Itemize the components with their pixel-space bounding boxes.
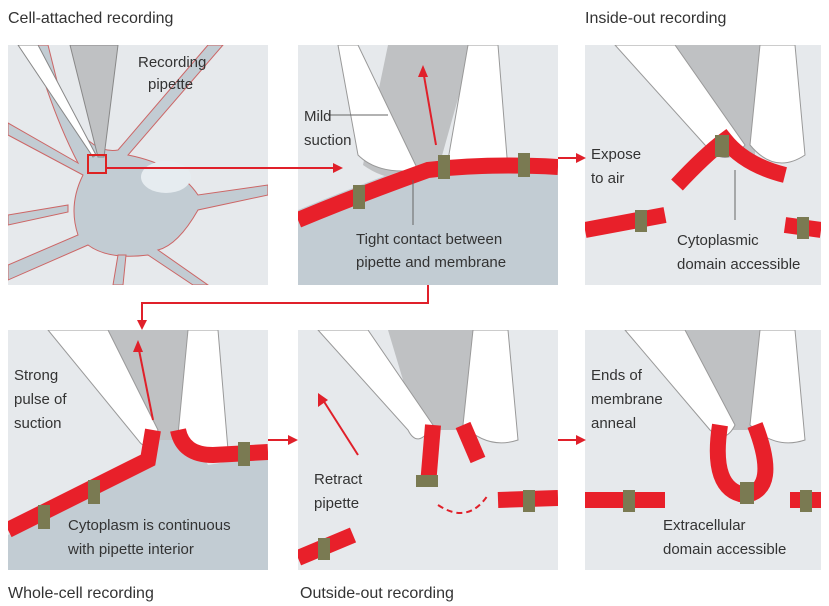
- label-to-air: to air: [591, 169, 624, 189]
- title-whole-cell: Whole-cell recording: [8, 585, 154, 603]
- title-cell-attached: Cell-attached recording: [8, 10, 173, 28]
- label-strong: Strong: [14, 366, 58, 386]
- label-cytoplasmic: Cytoplasmic: [677, 231, 759, 251]
- label-ends-of: Ends of: [591, 366, 642, 386]
- label-recording-pipette-1: Recording: [138, 53, 206, 73]
- neuron-illustration: [8, 45, 268, 285]
- panel-cell-attached: Mild suction Tight contact between pipet…: [298, 45, 558, 285]
- label-tight-contact-2: pipette and membrane: [356, 253, 506, 273]
- nucleus: [141, 161, 191, 193]
- panel-inside-out: Expose to air Cytoplasmic domain accessi…: [585, 45, 821, 285]
- title-inside-out: Inside-out recording: [585, 10, 726, 28]
- label-tight-contact-1: Tight contact between: [356, 230, 502, 250]
- title-outside-out: Outside-out recording: [300, 585, 454, 603]
- panel-whole-cell: Strong pulse of suction Cytoplasm is con…: [8, 330, 268, 570]
- label-domain-accessible: domain accessible: [677, 255, 800, 275]
- label-retract-pipette: pipette: [314, 494, 359, 514]
- label-mild: Mild: [304, 107, 332, 127]
- label-extracellular: Extracellular: [663, 516, 746, 536]
- panel-retract: Retract pipette: [298, 330, 558, 570]
- label-suction: suction: [304, 131, 352, 151]
- label-membrane: membrane: [591, 390, 663, 410]
- label-recording-pipette-2: pipette: [148, 75, 193, 95]
- arrow-to-whole-cell: [142, 285, 428, 322]
- label-anneal: anneal: [591, 414, 636, 434]
- retract-illustration: [298, 330, 558, 570]
- label-pulse-of: pulse of: [14, 390, 67, 410]
- label-expose: Expose: [591, 145, 641, 165]
- label-retract: Retract: [314, 470, 362, 490]
- panel-outside-out: Ends of membrane anneal Extracellular do…: [585, 330, 821, 570]
- label-pipette-interior: with pipette interior: [68, 540, 194, 560]
- label-suction-strong: suction: [14, 414, 62, 434]
- label-cytoplasm-continuous: Cytoplasm is continuous: [68, 516, 231, 536]
- panel-cell-overview: Recording pipette: [8, 45, 268, 285]
- label-extracellular-domain: domain accessible: [663, 540, 786, 560]
